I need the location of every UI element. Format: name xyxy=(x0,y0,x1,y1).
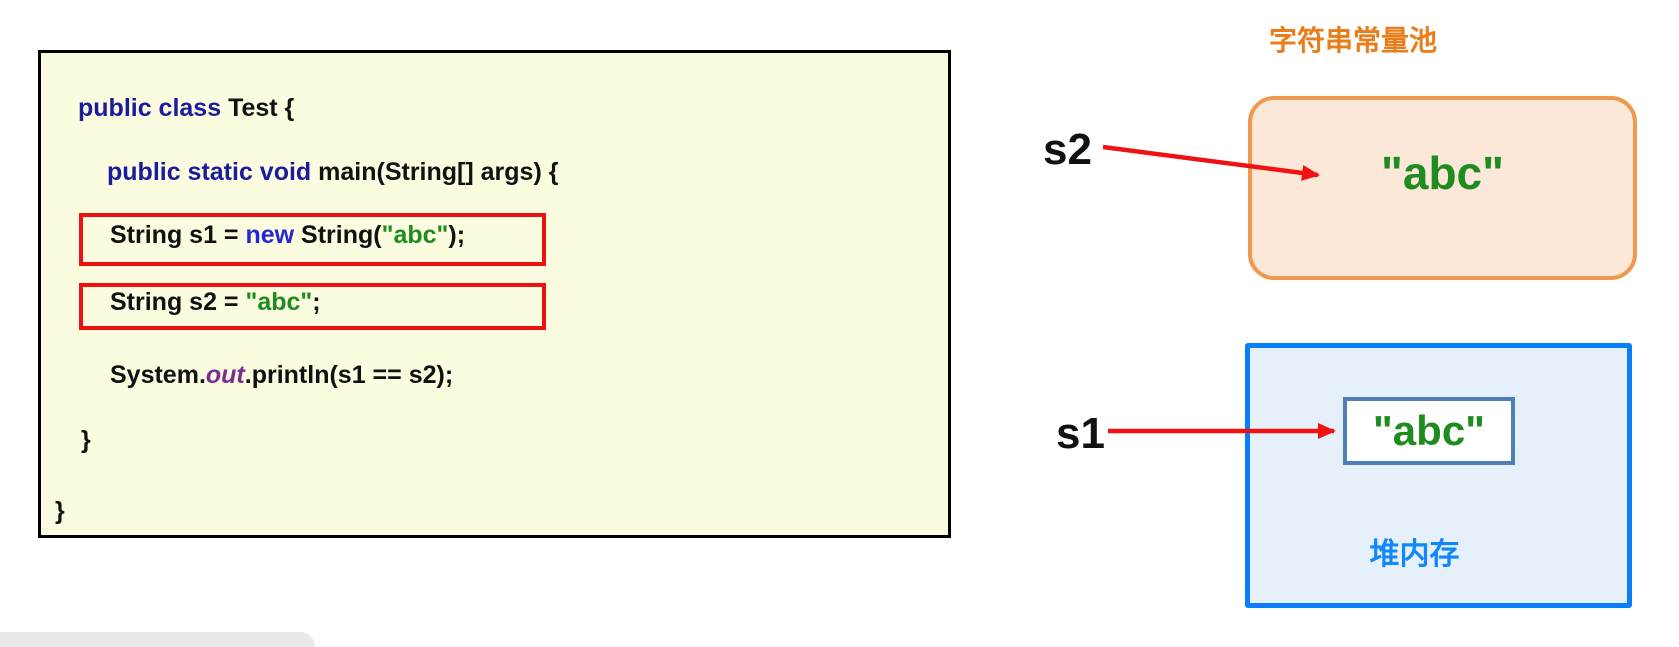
keyword-new: new xyxy=(245,221,295,249)
string-constructor-text: String( xyxy=(294,221,382,249)
bottom-left-grey-shape xyxy=(0,632,315,647)
code-line-println: System.out.println(s1 == s2); xyxy=(110,363,453,388)
code-line-method-close-brace: } xyxy=(81,428,91,453)
s1-reference-label: s1 xyxy=(1056,409,1105,458)
system-text: System. xyxy=(110,361,206,389)
out-field-text: out xyxy=(205,361,245,389)
code-line-main-method: public static void main(String[] args) { xyxy=(107,160,558,185)
highlight-box-s1-line xyxy=(79,213,546,266)
heap-memory-box: "abc" 堆内存 xyxy=(1245,343,1632,608)
s2-reference-label: s2 xyxy=(1043,125,1092,174)
string-literal-abc: "abc" xyxy=(245,288,313,316)
close-brace-text: } xyxy=(55,497,65,525)
keyword-public-class: public class xyxy=(78,94,229,122)
string-literal-abc: "abc" xyxy=(381,221,449,249)
string-pool-box: "abc" xyxy=(1248,96,1637,280)
close-brace-text: } xyxy=(81,426,91,454)
statement-end-text: ); xyxy=(448,221,466,249)
pool-string-value: "abc" xyxy=(1381,147,1504,199)
class-name-text: Test { xyxy=(228,94,295,122)
code-line-class-close-brace: } xyxy=(55,499,65,524)
heap-string-object-box: "abc" xyxy=(1343,397,1515,465)
s2-declaration-text: String s2 = xyxy=(110,288,246,316)
statement-end-text: ; xyxy=(312,288,321,316)
heap-memory-label: 堆内存 xyxy=(1369,538,1460,571)
code-line-class-declaration: public class Test { xyxy=(78,96,294,121)
highlight-box-s2-line xyxy=(79,283,546,330)
java-code-panel: public class Test { public static void m… xyxy=(38,50,951,538)
main-signature-text: main(String[] args) { xyxy=(318,158,559,186)
heap-string-value: "abc" xyxy=(1372,407,1486,454)
println-call-text: .println(s1 == s2); xyxy=(244,361,454,389)
code-line-s2-assignment: String s2 = "abc"; xyxy=(110,290,321,315)
code-line-s1-assignment: String s1 = new String("abc"); xyxy=(110,223,465,248)
keyword-public-static-void: public static void xyxy=(107,158,319,186)
s1-declaration-text: String s1 = xyxy=(110,221,246,249)
string-pool-title: 字符串常量池 xyxy=(1268,25,1437,56)
